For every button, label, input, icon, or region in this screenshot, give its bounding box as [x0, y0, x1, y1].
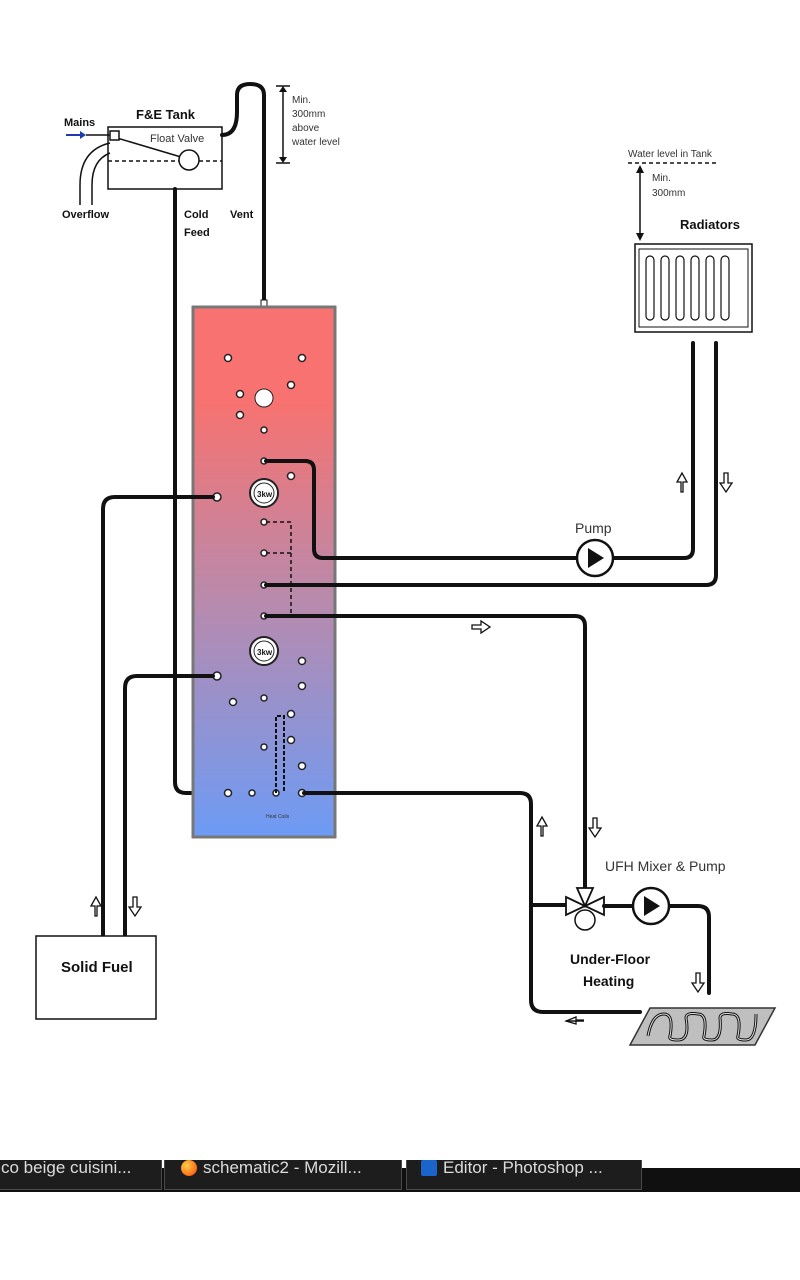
- immersion-heater-top-icon: [249, 478, 279, 508]
- taskbar-item-label: schematic2 - Mozill...: [203, 1160, 362, 1177]
- down-arrow-icon: [718, 472, 734, 494]
- ufh-return-pipe: [302, 791, 642, 1014]
- heating-schematic: F&E Tank Float Valve Mains Overflow Cold…: [35, 82, 777, 1046]
- solid-fuel-flow-pipe: [101, 495, 215, 938]
- taskbar-item-firefox[interactable]: schematic2 - Mozill...: [164, 1160, 402, 1190]
- overflow-label: Overflow: [62, 209, 110, 221]
- vent-height-dimension: [276, 85, 290, 164]
- overflow-pipe: [79, 142, 111, 205]
- radiator-flow-pipe: [264, 459, 585, 560]
- taskbar-item-label: Editor - Photoshop ...: [443, 1160, 603, 1177]
- underfloor-heating-mat: [628, 1007, 777, 1046]
- solid-fuel-label: Solid Fuel: [61, 959, 133, 976]
- immersion-bottom-label: 3kw: [257, 648, 273, 657]
- ufh-mixer-pump-label: UFH Mixer & Pump: [605, 858, 726, 874]
- internal-dash-link: [266, 521, 292, 617]
- vent-min-note-3: above: [292, 123, 320, 134]
- fe-tank: [107, 126, 223, 190]
- float-valve-label: Float Valve: [150, 133, 204, 145]
- ufh-pump-icon: [631, 886, 671, 926]
- ufh-flow-pipe: [264, 614, 587, 898]
- taskbar: co beige cuisini... schematic2 - Mozill.…: [0, 1160, 800, 1192]
- vent-min-note-1: Min.: [292, 95, 311, 106]
- solid-fuel-boiler: [35, 935, 157, 1020]
- radiator-return-pipe: [264, 341, 718, 587]
- pump-icon: [575, 538, 615, 578]
- radiator-flow-pipe-2: [605, 341, 695, 560]
- taskbar-item-cuisine[interactable]: co beige cuisini...: [0, 1160, 162, 1190]
- fe-tank-label: F&E Tank: [136, 107, 196, 122]
- photoshop-icon: [421, 1160, 437, 1176]
- vent-min-note-4: water level: [291, 137, 340, 148]
- hot-water-cylinder: [191, 305, 337, 839]
- vent-min-note-2: 300mm: [292, 109, 325, 120]
- left-arrow-icon: [564, 1016, 584, 1025]
- under-floor-label-1: Under-Floor: [570, 951, 651, 967]
- vent-label: Vent: [230, 209, 254, 221]
- heat-coil: [275, 715, 285, 793]
- down-arrow-icon: [690, 972, 706, 994]
- immersion-top-label: 3kw: [257, 490, 273, 499]
- up-arrow-icon: [89, 895, 103, 917]
- taskbar-item-photoshop[interactable]: Editor - Photoshop ...: [406, 1160, 642, 1190]
- radiators-label: Radiators: [680, 217, 740, 232]
- mains-label: Mains: [64, 117, 95, 129]
- right-arrow-icon: [471, 619, 492, 635]
- pump-label: Pump: [575, 520, 612, 536]
- cylinder-fittings: [212, 353, 307, 798]
- under-floor-label-2: Heating: [583, 973, 634, 989]
- up-arrow-icon: [535, 815, 549, 837]
- mixing-valve-icon: [565, 887, 605, 931]
- firefox-icon: [181, 1160, 197, 1176]
- vent-pipe: [220, 82, 266, 307]
- ufh-pump-outlet-pipe: [668, 904, 711, 995]
- solid-fuel-return-pipe: [123, 674, 215, 938]
- down-arrow-icon: [587, 817, 603, 839]
- taskbar-item-label: co beige cuisini...: [1, 1160, 132, 1177]
- cold-label: Cold: [184, 209, 208, 221]
- immersion-heater-bottom-icon: [249, 636, 279, 666]
- heat-coil-label: Heat Coils: [266, 814, 290, 820]
- mains-arrow-icon: [66, 131, 110, 139]
- up-arrow-icon: [675, 471, 689, 493]
- cold-feed-pipe: [173, 187, 230, 795]
- radiator-min-note-2: 300mm: [652, 188, 685, 199]
- water-level-label: Water level in Tank: [628, 149, 713, 160]
- radiator-height-dimension: [636, 165, 644, 241]
- down-arrow-icon: [127, 896, 143, 918]
- radiator: [634, 243, 753, 333]
- feed-label: Feed: [184, 227, 210, 239]
- radiator-min-note-1: Min.: [652, 173, 671, 184]
